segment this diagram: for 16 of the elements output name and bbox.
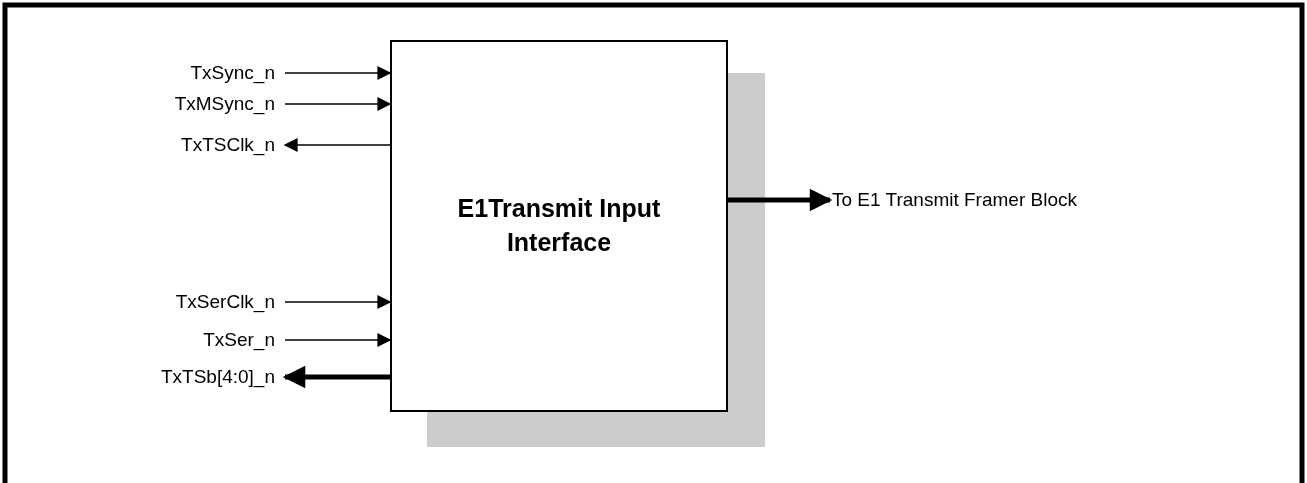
signal-label: TxSerClk_n <box>175 291 275 313</box>
signal-label: TxTSClk_n <box>181 134 275 156</box>
arrow <box>284 66 392 80</box>
arrow <box>283 138 391 152</box>
signal-label: TxSync_n <box>190 62 275 84</box>
arrow <box>284 97 392 111</box>
signal-label: To E1 Transmit Framer Block <box>832 189 1077 211</box>
arrow <box>284 333 392 347</box>
signal-label: TxMSync_n <box>174 93 275 115</box>
signal-label: TxTSb[4:0]_n <box>160 366 275 388</box>
block-box <box>390 40 728 412</box>
arrow <box>727 188 833 212</box>
arrow <box>284 295 392 309</box>
signal-label: TxSer_n <box>203 329 275 351</box>
block-title: E1Transmit Input Interface <box>456 193 662 258</box>
arrow <box>282 365 390 389</box>
